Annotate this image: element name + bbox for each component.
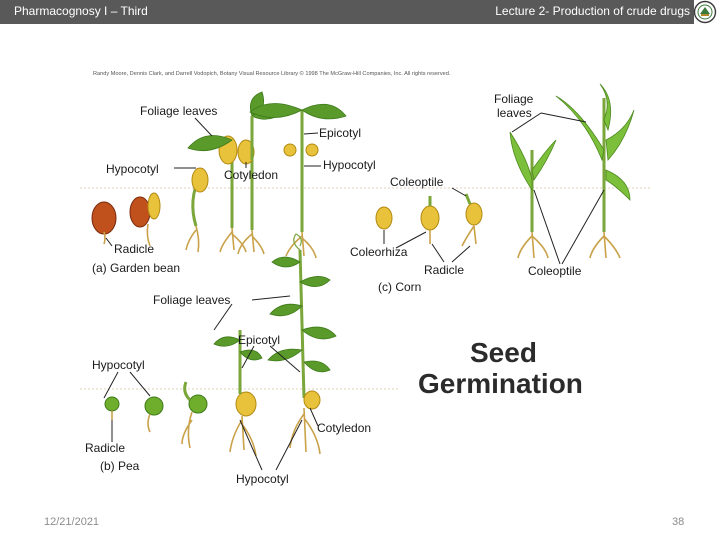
- corn-seed-3: [465, 202, 483, 226]
- bean-root-3: [185, 225, 200, 253]
- pea-leaf-5a: [271, 256, 301, 268]
- pea-root-3: [181, 411, 193, 449]
- bean-caption: (a) Garden bean: [92, 261, 180, 275]
- bean-root-1: [103, 231, 106, 245]
- pea-cotyledon-label: Cotyledon: [317, 421, 371, 435]
- pea-leaf-4a: [213, 336, 241, 347]
- pea-illustration: [104, 233, 337, 457]
- slide-header: Pharmacognosy I – Third Lecture 2- Produ…: [0, 0, 694, 24]
- pea-hypocotyl-bottom-label: Hypocotyl: [236, 472, 289, 486]
- pea-epicotyl-pointer: [241, 345, 301, 373]
- pea-leaf-4b: [239, 349, 263, 361]
- corn-foliage-pointer: [511, 112, 587, 133]
- bean-hypocotyl-right-label: Hypocotyl: [323, 158, 376, 172]
- corn-leaf-5d: [605, 169, 631, 201]
- bean-root-4: [219, 227, 247, 253]
- bean-epicotyl-pointer: [303, 132, 319, 135]
- corn-coleorhiza-pointer: [383, 230, 427, 249]
- bean-seed-2-split: [147, 192, 161, 220]
- garden-bean-illustration: [91, 91, 347, 259]
- pea-shoot-3: [183, 381, 192, 402]
- bean-leaf-4: [187, 135, 233, 152]
- course-title: Pharmacognosy I – Third: [14, 4, 148, 18]
- pea-seed-2: [144, 396, 164, 416]
- pea-hypocotyl-left-pointer: [103, 371, 151, 399]
- corn-radicle-pointer: [431, 243, 471, 263]
- corn-seed-2: [420, 205, 440, 231]
- pea-tendril: [293, 233, 302, 251]
- corn-caption: (c) Corn: [378, 280, 421, 294]
- bean-radicle-label: Radicle: [114, 242, 154, 256]
- bean-hypocotyl-left-label: Hypocotyl: [106, 162, 159, 176]
- pea-seed-3: [188, 394, 208, 414]
- bean-seed-2: [129, 196, 151, 228]
- corn-coleorhiza-label: Coleorhiza: [350, 245, 408, 259]
- corn-coleoptile-bottom-pointer: [533, 189, 605, 265]
- lecture-title: Lecture 2- Production of crude drugs: [495, 4, 690, 18]
- pea-leaf-5e: [267, 348, 303, 362]
- corn-radicle-label: Radicle: [424, 263, 464, 277]
- diagram-credit: Randy Moore, Dennis Clark, and Darrell V…: [93, 70, 451, 77]
- bean-leaf-6b: [301, 103, 347, 120]
- bean-cotyledon-6b: [305, 143, 319, 157]
- diagram-title-line2: Germination: [418, 368, 583, 399]
- bean-foliage-leaves-label: Foliage leaves: [140, 104, 217, 118]
- pea-hypocotyl-left-label: Hypocotyl: [92, 358, 145, 372]
- pea-cotyledon-pointer: [309, 407, 319, 427]
- slide-date: 12/21/2021: [44, 516, 100, 528]
- corn-root-4: [517, 231, 549, 259]
- pea-root-5: [289, 407, 321, 455]
- pea-hypocotyl-bottom-pointer: [239, 419, 303, 471]
- pea-leaf-5d: [301, 326, 337, 340]
- pea-caption: (b) Pea: [100, 459, 140, 473]
- bean-root-2: [146, 223, 151, 247]
- pea-leaf-5b: [299, 276, 331, 287]
- corn-leaf-4b: [531, 139, 557, 181]
- corn-illustration: [375, 83, 635, 259]
- bean-foliage-pointer: [194, 117, 213, 137]
- bean-seed-1: [91, 201, 117, 235]
- corn-seed-1: [375, 206, 393, 230]
- pea-seed-1: [104, 396, 120, 412]
- bean-root-5: [237, 229, 265, 255]
- corn-root-5: [589, 231, 621, 259]
- bean-epicotyl-label: Epicotyl: [319, 126, 361, 140]
- corn-leaf-5b: [599, 83, 612, 132]
- pea-foliage-pointer: [213, 295, 291, 331]
- pea-foliage-leaves-label: Foliage leaves: [153, 293, 230, 307]
- pea-epicotyl-label: Epicotyl: [238, 333, 280, 347]
- corn-leaf-4a: [509, 131, 533, 192]
- diagram-title-line1: Seed: [470, 337, 537, 368]
- pea-seed-4: [235, 391, 257, 417]
- pea-root-4: [229, 415, 257, 457]
- bean-cotyledon-6a: [283, 143, 297, 157]
- bean-leaf-6a: [249, 103, 303, 118]
- corn-leaf-5a: [555, 95, 605, 162]
- corn-foliage-leaves-label-2: leaves: [497, 106, 532, 120]
- university-seal-icon: [693, 0, 717, 24]
- corn-leaf-5c: [605, 109, 635, 161]
- corn-foliage-leaves-label-1: Foliage: [494, 92, 534, 106]
- bean-seed-3: [191, 167, 209, 193]
- slide-page-number: 38: [672, 516, 685, 528]
- bean-radicle-pointer: [105, 237, 113, 247]
- corn-coleoptile-top-pointer: [451, 187, 467, 197]
- corn-root-3: [461, 225, 477, 247]
- corn-coleoptile-top-label: Coleoptile: [390, 175, 444, 189]
- corn-shoot-3: [464, 193, 472, 205]
- pea-root-2: [147, 413, 151, 433]
- bean-cotyledon-label: Cotyledon: [224, 168, 278, 182]
- pea-seed-5: [303, 390, 321, 410]
- pea-leaf-5f: [303, 360, 331, 373]
- pea-stem-5: [298, 249, 306, 399]
- corn-coleoptile-bottom-label: Coleoptile: [528, 264, 582, 278]
- pea-radicle-label: Radicle: [85, 441, 125, 455]
- pea-leaf-5c: [269, 303, 303, 317]
